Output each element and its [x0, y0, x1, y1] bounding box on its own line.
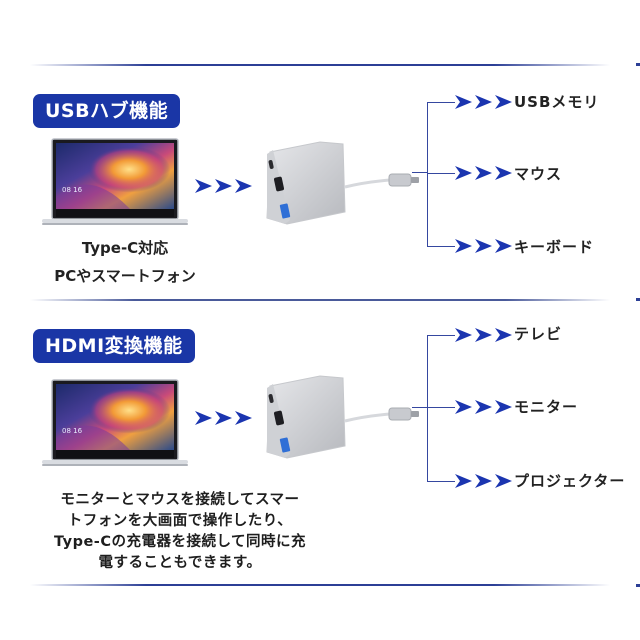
arrow-icon — [455, 166, 472, 180]
caption-line: Type-C対応 — [81, 239, 169, 257]
edge-mark — [636, 298, 640, 301]
branch-line — [427, 407, 455, 408]
separator-top — [30, 64, 610, 66]
section-badge: HDMI変換機能 — [33, 329, 195, 363]
separator-middle — [30, 299, 610, 301]
output-label: モニター — [514, 398, 579, 416]
output-label: テレビ — [514, 325, 563, 343]
branch-bracket — [427, 102, 428, 247]
arrow-icon — [215, 179, 232, 193]
caption-line: PCやスマートフォン — [54, 267, 196, 285]
branch-bracket — [427, 335, 428, 482]
arrow-icon — [475, 239, 492, 253]
output-label: プロジェクター — [514, 472, 626, 490]
arrow-icon — [495, 474, 512, 488]
connector-line — [412, 407, 427, 408]
output-arrows — [455, 328, 512, 342]
output-arrows — [455, 239, 512, 253]
arrow-icon — [495, 239, 512, 253]
output-arrows — [455, 166, 512, 180]
description-line: Type-Cの充電器を接続して同時に充 — [53, 534, 307, 550]
source-caption: Type-C対応 PCやスマートフォン — [0, 234, 250, 290]
description-line: 電することもできます。 — [98, 555, 262, 571]
arrow-icon — [455, 474, 472, 488]
edge-mark — [636, 584, 640, 587]
arrow-icon — [475, 166, 492, 180]
branch-line — [427, 335, 455, 336]
branch-line — [427, 102, 455, 103]
arrow-icon — [475, 95, 492, 109]
arrow-icon — [475, 400, 492, 414]
output-arrows — [455, 474, 512, 488]
arrow-icon — [455, 328, 472, 342]
arrow-icon — [455, 400, 472, 414]
arrow-icon — [495, 400, 512, 414]
output-label: マウス — [514, 165, 563, 183]
section-badge: USBハブ機能 — [33, 94, 181, 128]
arrow-icon — [475, 474, 492, 488]
arrow-icon — [475, 328, 492, 342]
usb-c-hub-icon — [245, 366, 425, 476]
separator-bottom — [30, 584, 610, 586]
connector-line — [412, 172, 427, 173]
description-line: モニターとマウスを接続してスマー — [60, 492, 300, 508]
arrow-icon — [455, 239, 472, 253]
arrow-icon — [195, 179, 212, 193]
branch-line — [427, 173, 455, 174]
description-text: モニターとマウスを接続してスマー トフォンを大画面で操作したり、 Type-Cの… — [20, 490, 340, 574]
input-arrows — [195, 179, 252, 193]
output-arrows — [455, 95, 512, 109]
edge-mark — [636, 63, 640, 66]
output-label: キーボード — [514, 238, 595, 256]
arrow-icon — [195, 411, 212, 425]
laptop-icon — [40, 137, 190, 227]
arrow-icon — [495, 166, 512, 180]
usb-c-hub-icon — [245, 132, 425, 242]
output-arrows — [455, 400, 512, 414]
arrow-icon — [495, 328, 512, 342]
arrow-icon — [455, 95, 472, 109]
arrow-icon — [495, 95, 512, 109]
laptop-icon — [40, 378, 190, 468]
arrow-icon — [215, 411, 232, 425]
branch-line — [427, 246, 455, 247]
output-label: USBメモリ — [514, 93, 600, 111]
branch-line — [427, 481, 455, 482]
description-line: トフォンを大画面で操作したり、 — [67, 513, 293, 529]
input-arrows — [195, 411, 252, 425]
